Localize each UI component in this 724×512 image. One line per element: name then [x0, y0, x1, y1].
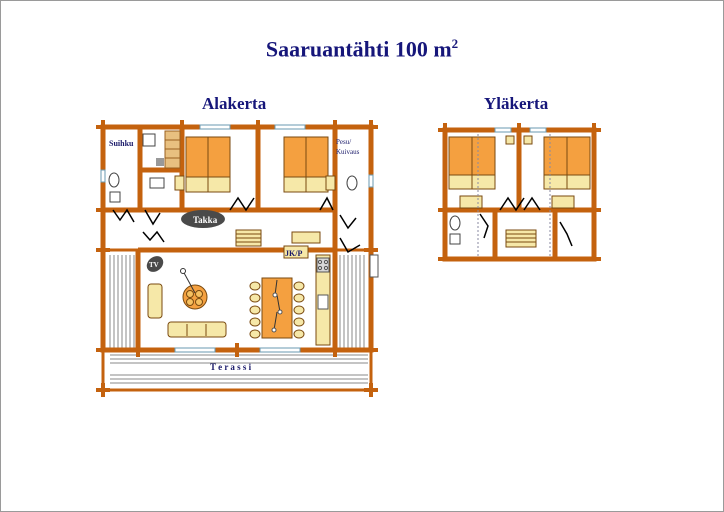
fridge-freezer-label: JK/P [285, 249, 302, 258]
shower-drain [156, 158, 164, 166]
stairs [235, 229, 262, 247]
dining-chairs [249, 281, 305, 339]
upper-stairs [505, 229, 537, 248]
washroom-toilet [346, 175, 358, 191]
utility-sink [149, 177, 165, 189]
door-swings [112, 196, 361, 254]
washroom-label-line1: Pesu/ [336, 138, 351, 146]
nightstand-right [325, 175, 336, 191]
sink [109, 191, 121, 203]
toilet [108, 172, 120, 188]
nightstand-left [174, 175, 185, 191]
sofa-bottom [167, 321, 227, 338]
tv [146, 256, 164, 272]
washroom-label-line2: Kuivaus [336, 148, 360, 156]
stove [316, 257, 330, 273]
upper-sink [449, 233, 461, 245]
upper-door-swings [479, 196, 573, 247]
upper-toilet [449, 215, 461, 231]
tv-label: TV [149, 261, 159, 269]
terrace-door [369, 254, 379, 278]
coffee-table [180, 268, 208, 310]
upper-floor-label: Yläkerta [484, 94, 549, 113]
dining-table [261, 277, 293, 339]
terrace-boards [109, 255, 368, 384]
shower-label: Suihku [109, 139, 134, 148]
counter-top [291, 231, 321, 244]
windows [100, 124, 374, 353]
upper-floor-plan [438, 123, 601, 262]
log-ends [96, 120, 378, 397]
page-title: Saaruantähti 100 m2 [265, 36, 459, 62]
kitchen-sink [317, 294, 329, 310]
sauna-stove [142, 133, 156, 147]
jkp-box [283, 245, 309, 259]
lower-floor-plan: Takka JK/P [96, 120, 379, 397]
armchair-sofa-left [147, 283, 163, 319]
lower-floor-label: Alakerta [202, 94, 267, 113]
fireplace-label: Takka [193, 215, 218, 225]
terrace-label: T e r a s s i [210, 362, 252, 372]
fireplace [181, 210, 225, 228]
slope-lines [477, 134, 551, 256]
